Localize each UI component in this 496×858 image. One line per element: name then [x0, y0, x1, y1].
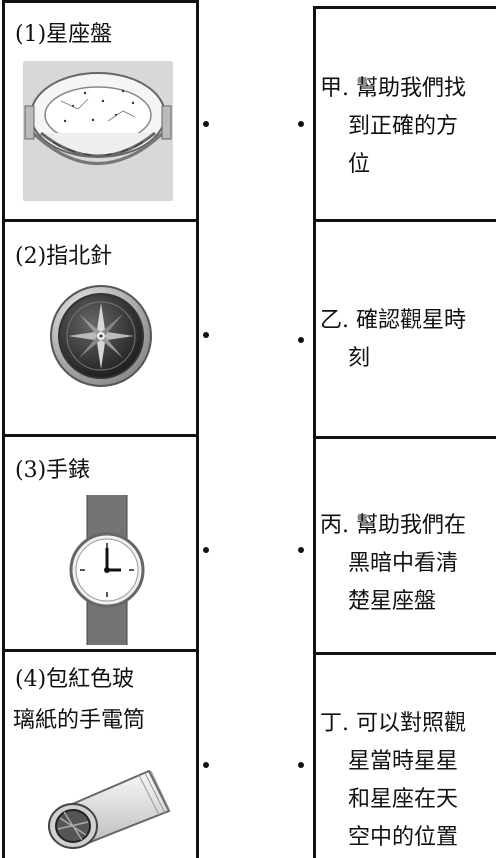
description-3-line-3: 楚星座盤	[320, 589, 436, 614]
right-row-divider-1	[316, 219, 496, 222]
description-3: 丙. 幫助我們在 黑暗中看清 楚星座盤	[320, 507, 466, 621]
right-dot-4[interactable]	[298, 762, 304, 768]
description-1-line-1: 甲. 幫助我們找	[320, 76, 466, 101]
item-2-label: (2)指北針	[15, 244, 113, 269]
top-strip	[0, 0, 496, 8]
left-row-divider-3	[5, 649, 196, 652]
left-row-divider-2	[5, 434, 196, 437]
left-dot-1[interactable]	[203, 121, 209, 127]
left-dot-2[interactable]	[203, 332, 209, 338]
description-4-line-1: 丁. 可以對照觀	[320, 711, 466, 736]
description-2-line-2: 刻	[320, 346, 370, 371]
item-3-label: (3)手錶	[15, 458, 91, 483]
description-3-line-1: 丙. 幫助我們在	[320, 513, 466, 538]
planisphere-icon	[23, 61, 173, 201]
right-dot-3[interactable]	[298, 547, 304, 553]
description-4: 丁. 可以對照觀 星當時星星 和星座在天 空中的位置	[320, 705, 466, 857]
right-column-table: 甲. 幫助我們找 到正確的方 位 乙. 確認觀星時 刻 丙. 幫助我們在 黑暗中…	[313, 6, 496, 858]
left-row-divider-1	[5, 219, 196, 222]
description-1-line-2: 到正確的方	[320, 114, 458, 139]
description-1-line-3: 位	[320, 152, 370, 177]
description-4-line-2: 星當時星星	[320, 749, 458, 774]
item-4-label-line-2: 璃紙的手電筒	[13, 708, 146, 733]
right-dot-1[interactable]	[298, 121, 304, 127]
left-dot-4[interactable]	[203, 762, 209, 768]
compass-icon	[46, 281, 156, 391]
description-4-line-3: 和星座在天	[320, 787, 458, 812]
description-2-line-1: 乙. 確認觀星時	[320, 308, 466, 333]
flashlight-icon	[29, 753, 174, 853]
right-row-divider-3	[316, 652, 496, 655]
right-row-divider-2	[316, 436, 496, 439]
right-dot-2[interactable]	[298, 337, 304, 343]
item-1-label: (1)星座盤	[15, 22, 113, 47]
left-dot-3[interactable]	[203, 547, 209, 553]
description-1: 甲. 幫助我們找 到正確的方 位	[320, 70, 466, 184]
item-4-label-line-1: (4)包紅色玻	[15, 667, 135, 692]
left-column-table: (1)星座盤 (2)指北針 (3)手錶 (4)包紅色玻 璃紙的手電筒	[2, 0, 199, 858]
description-4-line-4: 空中的位置	[320, 825, 458, 850]
description-2: 乙. 確認觀星時 刻	[320, 302, 466, 378]
wristwatch-icon	[57, 495, 157, 645]
description-3-line-2: 黑暗中看清	[320, 551, 458, 576]
